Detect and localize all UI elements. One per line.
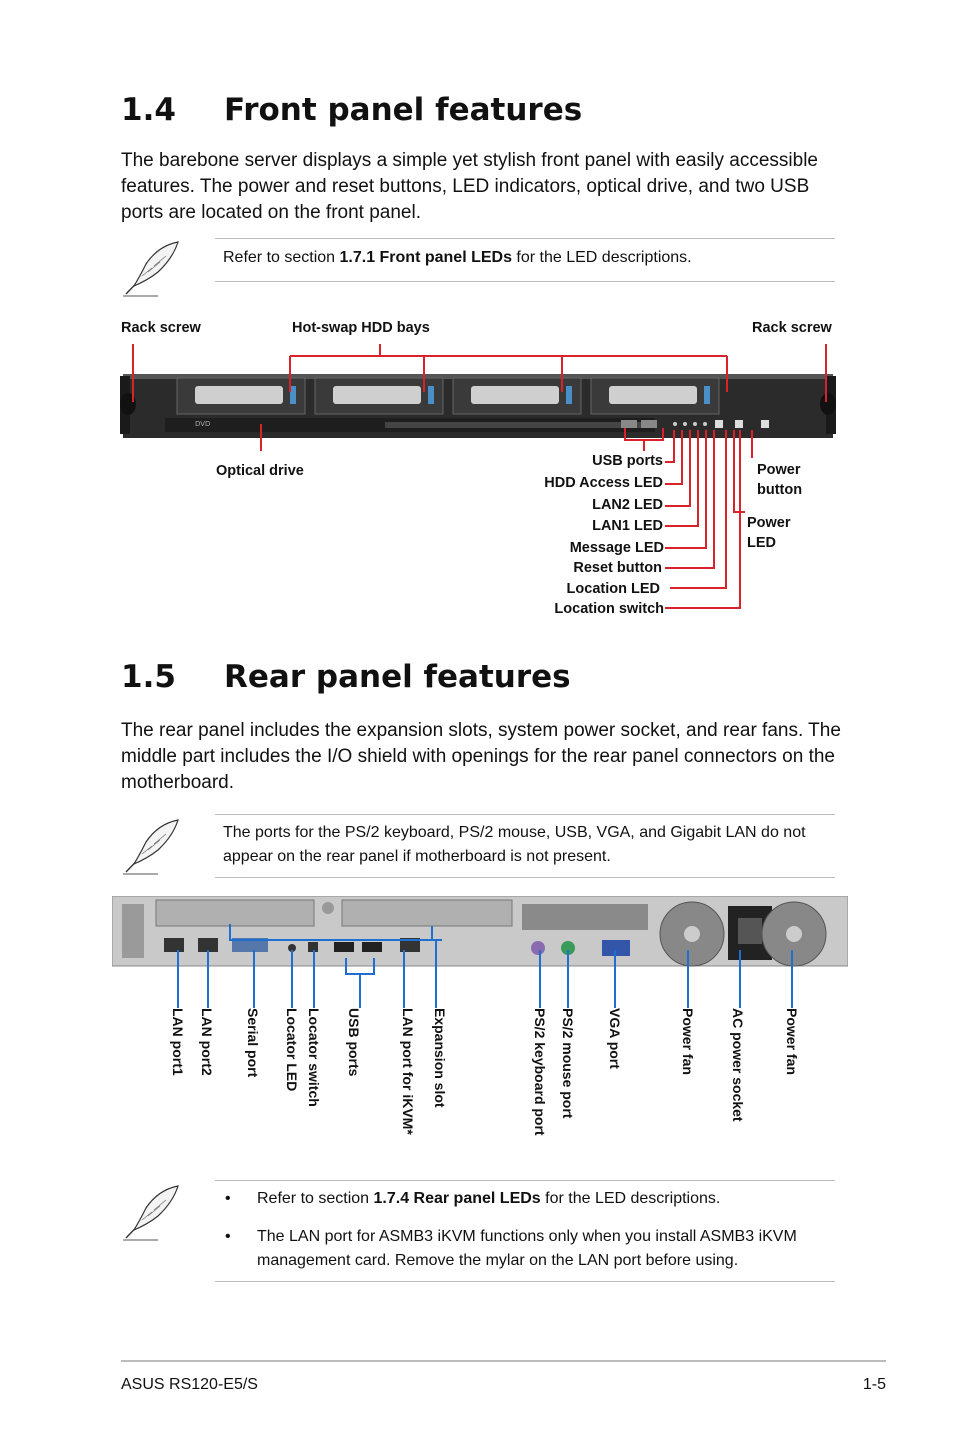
rear-intro-paragraph: The rear panel includes the expansion sl… — [121, 720, 841, 793]
bullet: • — [225, 1190, 231, 1207]
front-panel-diagram: DVD — [120, 344, 836, 451]
feather-note-icon — [123, 819, 179, 875]
feather-note-icon — [123, 1185, 179, 1241]
label-rack-screw-right: Rack screw — [752, 320, 832, 336]
label-power-led: Power LED — [747, 515, 791, 551]
label-optical-drive: Optical drive — [216, 463, 304, 479]
label-lan-ikvm: LAN port for iKVM* — [400, 1008, 416, 1135]
page-footer: ASUS RS120-E5/S 1-5 — [121, 1360, 886, 1393]
label-message-led: Message LED — [569, 540, 664, 556]
label-serial-port: Serial port — [245, 1008, 261, 1078]
label-usb-ports-front: USB ports — [592, 453, 663, 469]
label-power-fan-1: Power fan — [680, 1008, 696, 1075]
feather-note-icon — [123, 241, 179, 297]
svg-text:DVD: DVD — [195, 420, 210, 428]
note-item: • The LAN port for ASMB3 iKVM functions … — [215, 1225, 817, 1273]
note-text: The ports for the PS/2 keyboard, PS/2 mo… — [223, 824, 806, 865]
front-led-note: Refer to section 1.7.1 Front panel LEDs … — [215, 238, 835, 282]
section-title: Front panel features — [224, 92, 583, 128]
front-intro-paragraph: The barebone server displays a simple ye… — [121, 150, 818, 223]
note-text-end: for the LED descriptions. — [511, 249, 692, 266]
note-reference: 1.7.4 Rear panel LEDs — [373, 1190, 541, 1207]
note-text: Refer to section — [257, 1190, 374, 1207]
label-lan-port1: LAN port1 — [170, 1008, 186, 1076]
label-usb-ports-rear: USB ports — [346, 1008, 362, 1077]
note-item: • Refer to section 1.7.4 Rear panel LEDs… — [215, 1187, 835, 1211]
footer-page-number: 1-5 — [862, 1376, 886, 1393]
label-vga-port: VGA port — [607, 1008, 623, 1069]
note-text: Refer to section — [223, 249, 340, 266]
bullet: • — [225, 1228, 231, 1245]
label-reset-button: Reset button — [573, 560, 662, 576]
rear-callouts — [177, 940, 793, 1008]
label-power-button: Power button — [757, 462, 803, 498]
label-ac-power-socket: AC power socket — [730, 1008, 746, 1122]
label-locator-switch: Locator switch — [306, 1008, 322, 1107]
rear-notes: • Refer to section 1.7.4 Rear panel LEDs… — [215, 1180, 835, 1282]
section-number: 1.5 — [121, 659, 176, 695]
label-rack-screw-left: Rack screw — [121, 320, 201, 336]
section-rear-heading: 1.5 Rear panel features — [121, 659, 571, 695]
footer-product: ASUS RS120-E5/S — [121, 1376, 258, 1393]
section-number: 1.4 — [121, 92, 176, 128]
front-led-callouts — [665, 430, 753, 609]
label-lan2-led: LAN2 LED — [592, 497, 663, 513]
label-ps2-mouse: PS/2 mouse port — [560, 1008, 576, 1119]
label-ps2-keyboard: PS/2 keyboard port — [532, 1008, 548, 1136]
label-location-switch: Location switch — [554, 601, 664, 617]
note-text: The LAN port for ASMB3 iKVM functions on… — [257, 1228, 797, 1269]
note-reference: 1.7.1 Front panel LEDs — [339, 249, 512, 266]
section-title: Rear panel features — [224, 659, 571, 695]
label-hdd-bays: Hot-swap HDD bays — [292, 320, 430, 336]
label-locator-led: Locator LED — [284, 1008, 300, 1092]
label-expansion-slot: Expansion slot — [432, 1008, 448, 1108]
label-hdd-access-led: HDD Access LED — [544, 475, 663, 491]
label-lan-port2: LAN port2 — [199, 1008, 215, 1076]
rear-panel-diagram — [112, 896, 848, 967]
rear-ports-note: The ports for the PS/2 keyboard, PS/2 mo… — [215, 814, 835, 878]
section-front-heading: 1.4 Front panel features — [121, 92, 582, 128]
label-lan1-led: LAN1 LED — [592, 518, 663, 534]
label-power-fan-2: Power fan — [784, 1008, 800, 1075]
note-text-end: for the LED descriptions. — [540, 1190, 721, 1207]
label-location-led: Location LED — [566, 581, 660, 597]
